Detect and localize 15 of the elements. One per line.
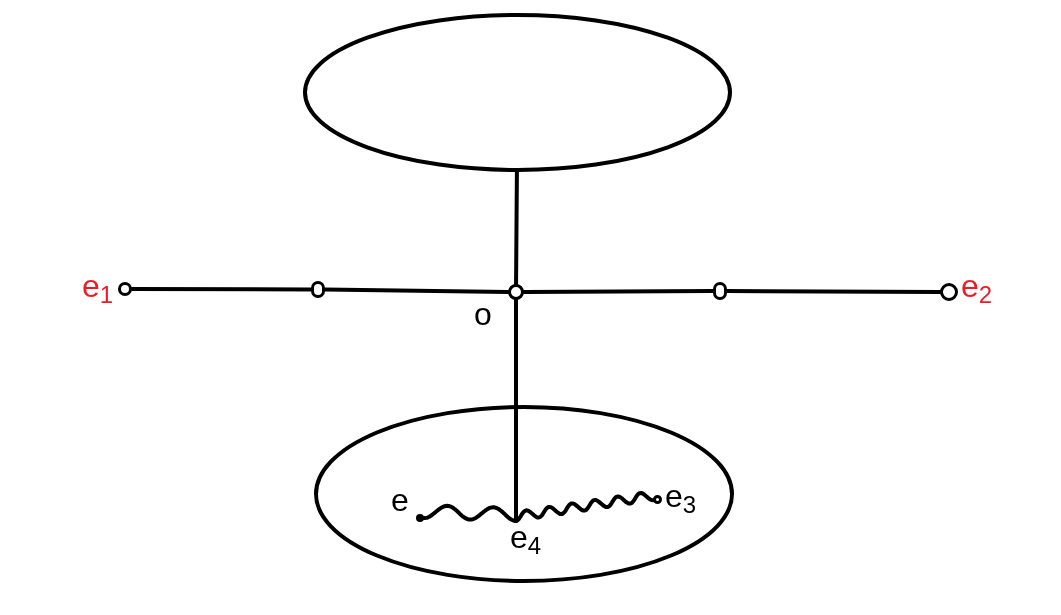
edge-line xyxy=(130,287,313,292)
vertex-label: e$_{4}$ xyxy=(510,521,542,553)
wavy-path-line xyxy=(514,491,656,523)
wavy-path-line xyxy=(422,503,518,523)
edge-line xyxy=(522,289,715,294)
edge-line xyxy=(514,170,519,286)
edge-line xyxy=(323,287,510,294)
vertex-label: e$_{2}$ xyxy=(961,270,993,302)
oval-region xyxy=(303,13,732,172)
oval-region xyxy=(314,405,734,583)
vertex-label: e xyxy=(391,484,409,516)
edge-line xyxy=(725,289,942,294)
vertex-label: e$_{3}$ xyxy=(665,480,697,512)
vertex-label: e$_{1}$ xyxy=(82,270,114,302)
vertex-label: o xyxy=(474,298,492,330)
